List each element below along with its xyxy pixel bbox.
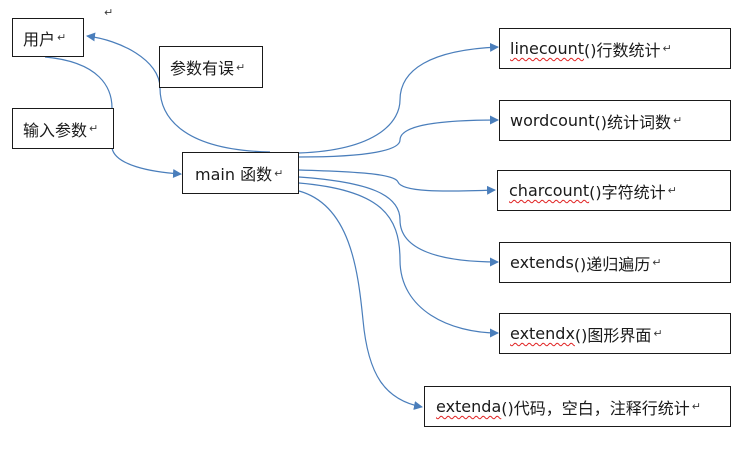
edge-main-to-charcount (298, 169, 496, 195)
edge-input-to-main (111, 147, 182, 178)
edge-main-to-extenda (298, 190, 423, 410)
node-charcount: charcount()字符统计↵ (497, 170, 731, 211)
node-param-error-label: 参数有误 (170, 59, 235, 78)
edge-main-to-extends (298, 176, 499, 267)
node-wordcount: wordcount()统计词数↵ (499, 100, 731, 141)
node-param-error: 参数有误↵ (159, 46, 263, 88)
paragraph-mark: ↵ (691, 400, 701, 413)
node-extendx: extendx()图形界面↵ (499, 313, 731, 354)
paragraph-mark: ↵ (653, 327, 663, 340)
node-input-params-label: 输入参数 (23, 120, 88, 140)
node-input-params: 输入参数↵ (12, 108, 114, 149)
stray-paragraph-mark: ↵ (104, 6, 114, 19)
paragraph-mark: ↵ (236, 60, 246, 74)
node-extenda-name: extenda (436, 397, 502, 416)
node-extenda-desc: ()代码，空白，注释行统计 (501, 398, 690, 418)
paragraph-mark: ↵ (652, 256, 662, 269)
node-extends-name: extends (510, 253, 574, 272)
paragraph-mark: ↵ (672, 114, 683, 127)
node-user: 用户↵ (12, 18, 84, 57)
node-wordcount-name: wordcount (510, 111, 595, 130)
paragraph-mark: ↵ (57, 31, 67, 44)
node-user-label: 用户 (23, 29, 56, 49)
paragraph-mark: ↵ (274, 166, 284, 180)
node-linecount: linecount()行数统计↵ (499, 28, 731, 69)
node-linecount-desc: ()行数统计 (584, 40, 661, 60)
node-extends: extends()递归遍历↵ (499, 242, 731, 283)
edge-main-to-extendx (298, 182, 499, 338)
node-extends-desc: ()递归遍历 (573, 254, 651, 274)
paragraph-mark: ↵ (662, 42, 672, 55)
edge-user-to-input (44, 56, 113, 109)
node-wordcount-desc: ()统计词数 (594, 112, 671, 132)
node-extendx-desc: ()图形界面 (574, 325, 652, 345)
node-charcount-name: charcount (509, 181, 590, 200)
node-main: main 函数↵ (182, 152, 299, 194)
paragraph-mark: ↵ (89, 122, 99, 135)
node-extendx-name: extendx (510, 324, 575, 343)
paragraph-mark: ↵ (667, 184, 677, 197)
edge-main-to-user (86, 32, 271, 153)
node-linecount-name: linecount (510, 39, 585, 58)
edge-main-to-linecount (298, 42, 499, 154)
node-extenda: extenda()代码，空白，注释行统计↵ (424, 386, 731, 427)
node-main-label: main 函数 (195, 165, 273, 184)
edge-main-to-wordcount (298, 115, 499, 158)
node-charcount-desc: ()字符统计 (589, 182, 666, 202)
